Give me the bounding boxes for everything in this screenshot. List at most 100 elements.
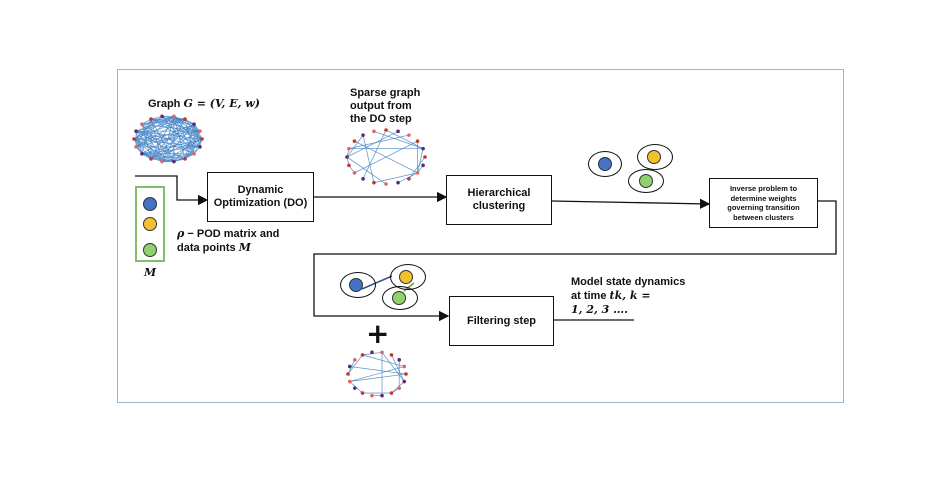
graph-node (192, 151, 196, 156)
graph-node (380, 350, 384, 355)
cluster-green-dot (639, 174, 653, 188)
graph-edge (184, 118, 195, 154)
graph-node (384, 128, 388, 132)
graph-edge (381, 352, 405, 382)
graph-edge (362, 135, 375, 183)
model-state-label: Model state dynamics at time tk, k = 1, … (571, 276, 686, 316)
graph-node (352, 171, 357, 175)
cluster-blue (588, 151, 622, 177)
graph-node (360, 391, 365, 395)
graph-node (140, 151, 144, 156)
graph-node (421, 146, 425, 151)
filtering-step-box: Filtering step (449, 296, 554, 346)
cluster-yellow-dot (647, 150, 661, 164)
graph-edge (133, 138, 152, 160)
graph-edge (346, 130, 399, 158)
sparse-graph-copy (346, 350, 408, 398)
graph-node (346, 372, 350, 376)
graph-node (423, 155, 427, 159)
graph-edge (135, 130, 201, 148)
graph-node (345, 155, 349, 159)
graph-edge (362, 129, 387, 180)
graph-node (198, 145, 202, 149)
graph-node (402, 364, 407, 369)
graph-edge (173, 116, 186, 160)
cluster-blue-dot (598, 157, 612, 171)
graph-node (370, 393, 374, 398)
graph-node (200, 137, 204, 141)
arrow-input-to-do (135, 175, 209, 206)
graph-node (352, 139, 357, 143)
figure-frame (117, 69, 844, 403)
graph-edge (349, 366, 407, 375)
graph-edge (150, 118, 201, 148)
graph-edge (135, 118, 186, 132)
yellow-point (143, 217, 157, 231)
graph-edge (362, 354, 405, 367)
graph-edge (173, 116, 201, 132)
data-points-matrix (135, 186, 165, 262)
graph-node (183, 157, 187, 161)
graph-node (397, 386, 402, 390)
sparse-graph (345, 128, 427, 186)
graph-node (352, 386, 357, 390)
graph-edge (346, 134, 364, 158)
arrow-clustering-to-inverse (551, 198, 711, 210)
graph-edge (348, 134, 410, 150)
blue-point (143, 197, 157, 211)
graph-edge (135, 131, 143, 154)
graph-edge (184, 118, 203, 140)
sparse-graph-label: Sparse graph output from the DO step (350, 87, 421, 125)
graph-edge (150, 115, 163, 120)
graph-node (140, 122, 144, 127)
graph-node (149, 157, 153, 161)
graph-node (160, 114, 164, 119)
graph-node (380, 393, 384, 398)
filtering-step-label: Filtering step (466, 314, 537, 327)
graph-edge (184, 130, 201, 160)
graph-edge (141, 138, 203, 155)
graph-node (347, 364, 352, 369)
graph-node (415, 139, 420, 143)
linked-cluster-green (382, 286, 418, 310)
graph-edge (141, 124, 152, 160)
inverse-problem-box: Inverse problem to determine weights gov… (709, 178, 818, 228)
graph-node (407, 133, 411, 137)
graph-edge (141, 123, 200, 132)
graph-edge (346, 156, 387, 185)
graph-node (370, 350, 374, 355)
graph-edge (141, 118, 186, 125)
graph-node (183, 117, 187, 121)
graph-node (347, 163, 351, 168)
graph-node (396, 129, 400, 134)
graph-node (372, 129, 376, 134)
green-point (143, 243, 157, 257)
graph-node (352, 358, 357, 362)
graph-node (134, 145, 138, 149)
graph-node (192, 122, 196, 127)
graph-node (347, 146, 351, 151)
graph-edge (373, 130, 424, 150)
graph-edge (408, 156, 426, 180)
graph-edge (133, 130, 200, 140)
graph-node (407, 177, 411, 181)
graph-node (397, 358, 402, 362)
graph-node (160, 159, 164, 164)
linked-yellow-dot (399, 270, 413, 284)
graph-edge (150, 123, 195, 160)
pod-label: ρ − POD matrix and data points M (177, 227, 280, 254)
graph-edge (135, 130, 186, 160)
graph-edge (150, 130, 201, 160)
graph-edge (347, 354, 363, 375)
graph-edge (161, 116, 195, 155)
dynamic-optimization-label: Dynamic Optimization (DO) (213, 184, 308, 209)
graph-edge (349, 373, 407, 382)
hierarchical-clustering-label: Hierarchical clustering (467, 187, 531, 212)
graph-node (172, 159, 176, 164)
graph-node (132, 137, 136, 141)
graph-edge (349, 366, 405, 382)
linked-green-dot (392, 291, 406, 305)
graph-node (361, 133, 365, 137)
dynamic-optimization-box: Dynamic Optimization (DO) (207, 172, 314, 222)
